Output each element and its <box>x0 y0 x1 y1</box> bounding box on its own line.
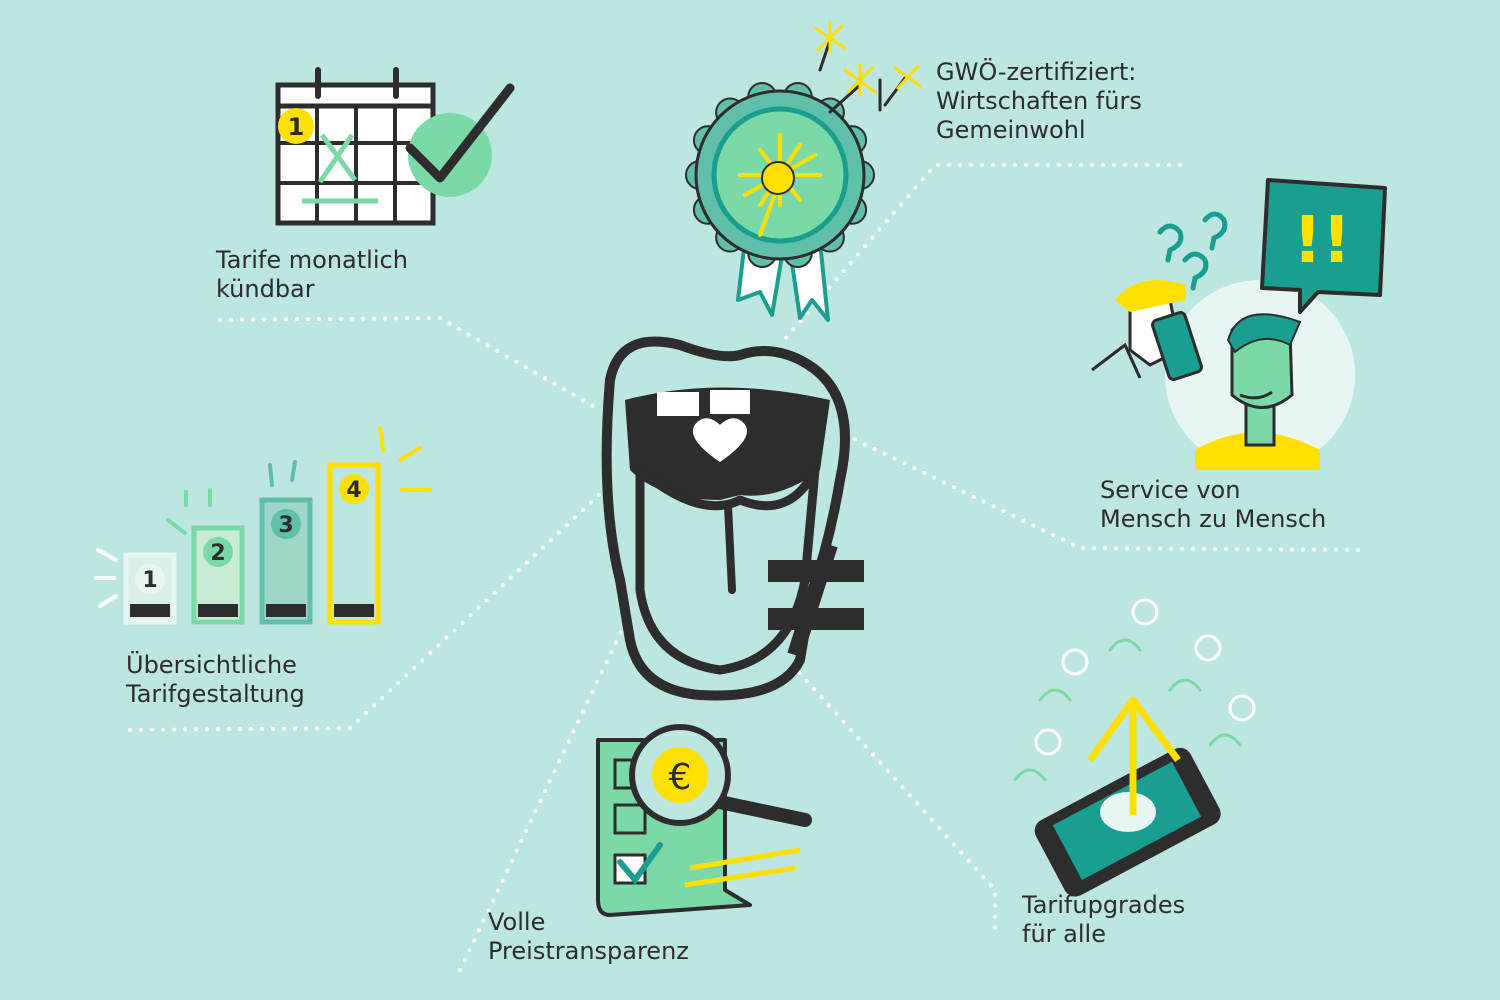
tariff-bar-number: 1 <box>142 568 157 593</box>
label-line: Volle <box>488 908 546 936</box>
label-line: Tarifupgrades <box>1022 891 1186 919</box>
price-magnifier-icon: € <box>596 724 812 917</box>
tariff-bar-4: 4 <box>327 462 381 625</box>
label-line: Tarifgestaltung <box>126 680 305 708</box>
tariff-bar-base <box>130 604 170 617</box>
certificate-rosette-icon <box>685 20 922 322</box>
label-line: für alle <box>1022 920 1106 948</box>
customer-service-icon: !! <box>1091 178 1387 470</box>
label-gwoe-zertifiziert: GWÖ-zertifiziert: Wirtschaften fürs Geme… <box>936 58 1142 145</box>
connector-price <box>458 558 657 972</box>
label-tarifupgrades: Tarifupgrades für alle <box>1022 891 1185 949</box>
label-preistransparenz: Volle Preistransparenz <box>488 908 689 966</box>
euro-symbol: € <box>669 757 692 798</box>
tariff-bar-2: 2 <box>191 525 245 625</box>
connector-lines <box>128 163 1367 972</box>
tariff-bar-1: 1 <box>123 552 177 625</box>
tariff-bar-3: 3 <box>259 497 313 625</box>
label-tarifgestaltung: Übersichtliche Tarifgestaltung <box>126 651 305 709</box>
label-line: GWÖ-zertifiziert: <box>936 58 1137 86</box>
phone-upgrade-icon <box>1013 598 1256 897</box>
label-tarife-monatlich: Tarife monatlich kündbar <box>216 246 408 304</box>
tariff-bars: 1 2 3 4 <box>123 462 381 625</box>
tariff-bar-badge <box>135 564 165 594</box>
connector-upgrade <box>768 638 997 937</box>
tariff-bar-base <box>334 604 374 617</box>
tariff-bars-icon <box>94 426 432 608</box>
tariff-bar-number: 3 <box>278 513 293 538</box>
connector-tariff <box>128 478 617 732</box>
tariff-bar-badge <box>271 509 301 539</box>
label-line: Wirtschaften fürs <box>936 87 1142 115</box>
label-line: Übersichtliche <box>126 651 297 679</box>
tariff-bar-base <box>198 604 238 617</box>
tariff-bar-frame <box>259 497 313 625</box>
tariff-bar-number: 4 <box>346 478 361 503</box>
mouth-tongue-heart-not-equal-icon <box>601 336 864 701</box>
calendar-check-icon: 1 <box>275 67 515 226</box>
connector-calendar <box>218 315 602 412</box>
tariff-bar-number: 2 <box>210 541 225 566</box>
label-line: Preistransparenz <box>488 937 689 965</box>
label-service: Service von Mensch zu Mensch <box>1100 476 1326 534</box>
calendar-badge-number: 1 <box>288 113 305 141</box>
label-line: Gemeinwohl <box>936 116 1086 144</box>
speech-bubble-text: !! <box>1293 204 1351 278</box>
tariff-bar-badge <box>339 474 369 504</box>
label-line: Mensch zu Mensch <box>1100 505 1327 533</box>
label-line: Service von <box>1100 476 1241 504</box>
connector-service <box>833 428 1367 552</box>
tariff-bar-base <box>266 604 306 617</box>
tariff-bar-badge <box>203 537 233 567</box>
label-line: Tarife monatlich <box>216 246 408 274</box>
label-line: kündbar <box>216 275 315 303</box>
